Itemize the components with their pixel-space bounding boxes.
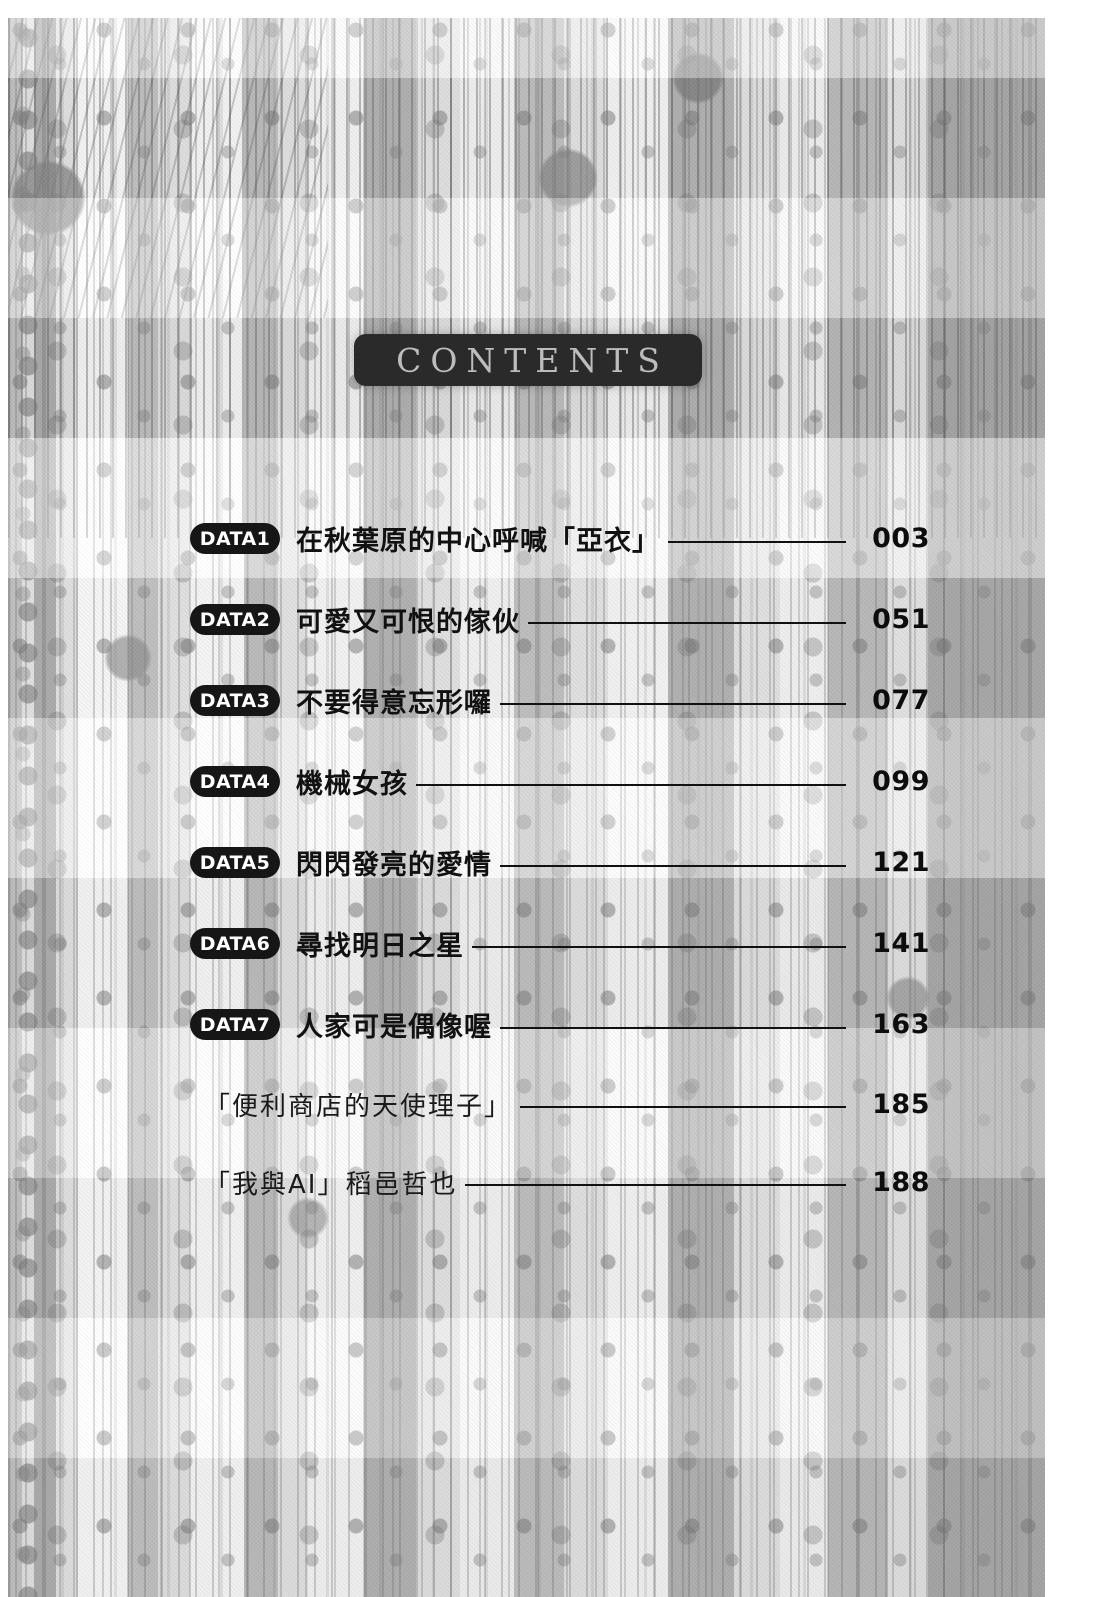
- toc-entry[interactable]: DATA7 人家可是偶像喔 163: [190, 984, 930, 1065]
- leader-line: [500, 864, 846, 867]
- toc-entry-page-number: 099: [872, 766, 930, 797]
- toc-entry-title: 機械女孩: [296, 769, 408, 800]
- toc-entry-page-number: 003: [872, 523, 930, 554]
- circuit-board-background-image: [8, 18, 1045, 1597]
- toc-entry[interactable]: DATA6 尋找明日之星 141: [190, 903, 930, 984]
- leader-line: [465, 1184, 846, 1186]
- chapter-badge: DATA7: [190, 1009, 280, 1040]
- leader-line: [668, 540, 846, 543]
- toc-entry[interactable]: DATA5 閃閃發亮的愛情 121: [190, 822, 930, 903]
- toc-entry[interactable]: 「便利商店的天使理子」 185: [190, 1065, 930, 1143]
- chapter-badge: DATA5: [190, 847, 280, 878]
- chapter-badge: DATA4: [190, 766, 280, 797]
- toc-entry-page-number: 163: [872, 1009, 930, 1040]
- toc-entry-page-number: 051: [872, 604, 930, 635]
- chapter-badge: DATA6: [190, 928, 280, 959]
- chapter-badge: DATA2: [190, 604, 280, 635]
- toc-entry-title: 「我與AI」稻邑哲也: [204, 1169, 458, 1200]
- chapter-badge: DATA1: [190, 523, 280, 554]
- toc-entry-page-number: 121: [872, 847, 930, 878]
- toc-entry-title: 閃閃發亮的愛情: [296, 850, 492, 881]
- page-title: CONTENTS: [396, 340, 669, 380]
- toc-entry-page-number: 141: [872, 928, 930, 959]
- leader-line: [472, 945, 846, 948]
- leader-line: [528, 621, 846, 624]
- paper-wash-overlay: [8, 18, 1045, 1597]
- toc-entry-title: 在秋葉原的中心呼喊「亞衣」: [296, 526, 660, 557]
- leader-line: [500, 1026, 846, 1029]
- toc-entry[interactable]: 「我與AI」稻邑哲也 188: [190, 1143, 930, 1221]
- toc-entry[interactable]: DATA1 在秋葉原的中心呼喊「亞衣」 003: [190, 498, 930, 579]
- contents-heading-plate: CONTENTS: [354, 334, 702, 386]
- toc-entry-title: 可愛又可恨的傢伙: [296, 607, 520, 638]
- toc-entry-title: 尋找明日之星: [296, 931, 464, 962]
- toc-entry-title: 不要得意忘形囉: [296, 688, 492, 719]
- toc-entry-title: 人家可是偶像喔: [296, 1012, 492, 1043]
- leader-line: [500, 702, 846, 705]
- toc-entry[interactable]: DATA3 不要得意忘形囉 077: [190, 660, 930, 741]
- toc-entry-page-number: 188: [872, 1166, 930, 1198]
- toc-entry[interactable]: DATA4 機械女孩 099: [190, 741, 930, 822]
- toc-entry-title: 「便利商店的天使理子」: [204, 1091, 513, 1122]
- leader-line: [416, 783, 846, 786]
- leader-line: [520, 1106, 846, 1108]
- toc-entry-page-number: 185: [872, 1088, 930, 1120]
- chapter-badge: DATA3: [190, 685, 280, 716]
- toc-entry[interactable]: DATA2 可愛又可恨的傢伙 051: [190, 579, 930, 660]
- toc-entry-page-number: 077: [872, 685, 930, 716]
